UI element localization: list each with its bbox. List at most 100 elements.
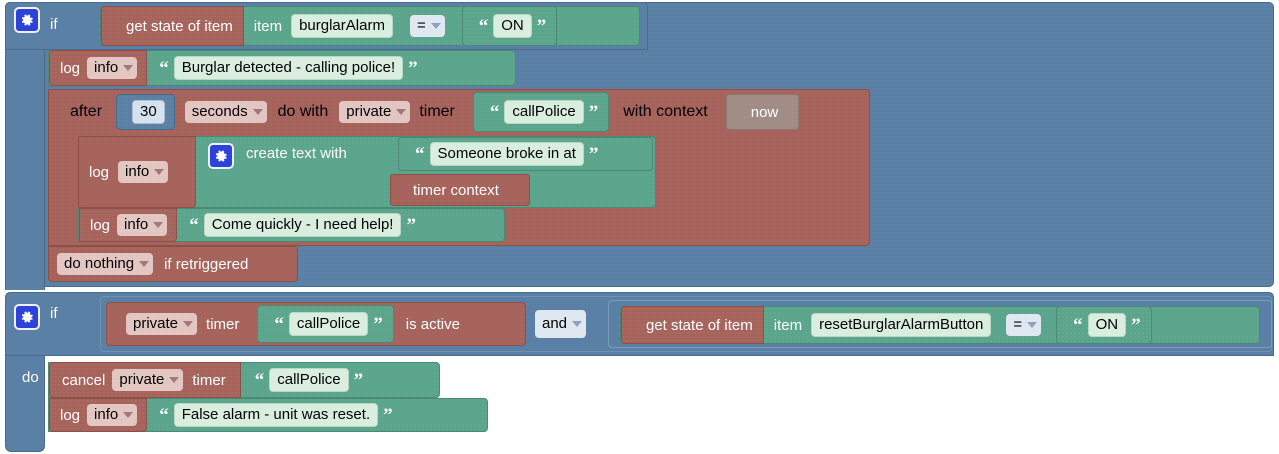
timer-name-field[interactable]: callPolice <box>504 100 584 124</box>
left-plug <box>261 315 270 335</box>
close-quote-icon: ” <box>408 57 418 79</box>
get-state-of-item-label: get state of item <box>126 17 233 35</box>
log-level-dropdown-4[interactable]: info <box>87 404 138 426</box>
log-block-4[interactable]: log info <box>49 398 148 432</box>
log-block-3[interactable]: log info <box>79 208 178 242</box>
log-statement-3[interactable]: log info “ False alarm - unit was reset.… <box>48 398 488 432</box>
gear-icon[interactable] <box>14 304 40 330</box>
operator-dropdown-1[interactable]: = <box>409 15 445 37</box>
log-label-1: log <box>60 59 81 77</box>
open-quote-icon: “ <box>1073 314 1083 336</box>
left-plug <box>110 315 118 335</box>
retrigger-row[interactable]: do nothing if retriggered <box>48 246 298 282</box>
chevron-down-icon <box>123 65 134 71</box>
close-quote-icon: ” <box>1131 314 1141 336</box>
cancel-label: cancel <box>62 371 106 389</box>
log-message-field-2[interactable]: Come quickly - I need help! <box>203 213 402 237</box>
timer-label-2: timer <box>206 315 240 333</box>
logic-operator-value: and <box>542 315 568 332</box>
log-level-dropdown-2[interactable]: info <box>118 161 169 183</box>
timer-name-text-block[interactable]: “ callPolice ” <box>472 92 610 132</box>
timer-name-text-block-2[interactable]: “ callPolice ” <box>257 305 394 343</box>
text-value-on-2[interactable]: ON <box>1087 313 1127 337</box>
text-value-on-1[interactable]: ON <box>493 14 532 38</box>
delay-number-field[interactable]: 30 <box>132 100 165 124</box>
context-now-block[interactable]: now <box>725 94 800 130</box>
log-label-2: log <box>89 163 110 181</box>
log-level-value-3: info <box>124 216 149 233</box>
time-unit-dropdown[interactable]: seconds <box>184 101 267 123</box>
log-statement-2[interactable]: log info “ Come quickly - I need help! ” <box>78 208 505 242</box>
log-statement-1[interactable]: log info “ Burglar detected - calling po… <box>48 50 516 86</box>
log-label-4: log <box>60 406 81 424</box>
create-text-string-field[interactable]: Someone broke in at <box>429 142 584 166</box>
do-with-label: do with <box>277 103 329 120</box>
operator-value-2: = <box>1013 316 1023 333</box>
left-plug <box>465 17 474 37</box>
open-quote-icon: “ <box>274 313 284 335</box>
timer-is-active-block[interactable]: private timer “ callPolice ” is active <box>106 302 526 346</box>
open-quote-icon: “ <box>159 57 169 79</box>
cancel-timer-label: timer <box>192 371 226 389</box>
log-block-1[interactable]: log info <box>49 50 148 86</box>
close-quote-icon: ” <box>588 143 599 165</box>
left-plug <box>393 181 401 200</box>
open-quote-icon: “ <box>189 214 199 236</box>
chevron-down-icon <box>169 377 180 383</box>
if-label-1: if <box>50 16 58 33</box>
cancel-timer-block[interactable]: cancel private timer <box>49 362 241 398</box>
timer-label: timer <box>419 103 455 120</box>
close-quote-icon: ” <box>536 15 547 37</box>
close-quote-icon: ” <box>373 313 383 335</box>
timer-context-label: timer context <box>413 181 499 199</box>
operator-dropdown-2[interactable]: = <box>1006 314 1042 336</box>
number-block-delay[interactable]: 30 <box>116 94 175 130</box>
cancel-scope-dropdown[interactable]: private <box>112 369 184 391</box>
retrigger-dropdown[interactable]: do nothing <box>57 253 154 275</box>
cancel-timer-name-field[interactable]: callPolice <box>269 368 349 392</box>
logic-operator-dropdown[interactable]: and <box>535 310 587 338</box>
log-label-3: log <box>90 216 111 234</box>
open-quote-icon: “ <box>489 101 500 123</box>
operator-value-1: = <box>416 17 426 34</box>
if-label-2: if <box>50 305 58 322</box>
timer-scope-dropdown[interactable]: private <box>339 101 411 123</box>
open-quote-icon: “ <box>159 404 169 426</box>
log-level-dropdown-3[interactable]: info <box>117 214 168 236</box>
timer-scope-dropdown-2[interactable]: private <box>126 313 198 335</box>
create-text-with-label: create text with <box>246 145 347 162</box>
retrigger-value: do nothing <box>64 255 135 272</box>
chevron-down-icon <box>430 23 441 29</box>
gear-icon[interactable] <box>14 7 40 33</box>
time-unit-value: seconds <box>191 103 248 120</box>
state-comparison-1[interactable]: get state of item item burglarAlarm = “ … <box>100 6 640 46</box>
log-level-value-2: info <box>125 163 150 180</box>
text-literal-on-1[interactable]: “ ON ” <box>461 6 558 46</box>
log-block-2[interactable]: log info <box>78 136 196 208</box>
timer-name-field-2[interactable]: callPolice <box>288 312 369 336</box>
text-literal-on-2[interactable]: “ ON ” <box>1056 306 1152 344</box>
cancel-timer-statement[interactable]: cancel private timer “ callPolice ” <box>48 362 440 398</box>
left-plug <box>401 145 409 164</box>
log-message-field-3[interactable]: False alarm - unit was reset. <box>173 403 379 427</box>
timer-scope-value-2: private <box>133 315 179 332</box>
close-quote-icon: ” <box>406 214 416 236</box>
left-plug <box>476 103 485 123</box>
open-quote-icon: “ <box>478 15 489 37</box>
gear-icon[interactable] <box>208 143 234 169</box>
open-quote-icon: “ <box>415 143 425 165</box>
chevron-down-icon <box>154 169 165 175</box>
state-comparison-2[interactable]: get state of item item resetBurglarAlarm… <box>620 306 1260 344</box>
log-level-dropdown-1[interactable]: info <box>87 57 138 79</box>
log-message-field-1[interactable]: Burglar detected - calling police! <box>173 56 404 80</box>
if-block-2-spine <box>5 356 45 452</box>
create-text-part-variable[interactable]: timer context <box>390 174 530 206</box>
item-name-field-1[interactable]: burglarAlarm <box>291 14 393 38</box>
get-state-of-item-block-2[interactable]: get state of item <box>621 306 764 344</box>
is-active-label: is active <box>405 315 460 333</box>
cancel-scope-value: private <box>119 371 165 388</box>
get-state-of-item-block-1[interactable]: get state of item <box>101 6 244 46</box>
item-name-field-2[interactable]: resetBurglarAlarmButton <box>811 313 992 337</box>
get-state-of-item-label-2: get state of item <box>646 316 753 334</box>
create-text-part-string[interactable]: “ Someone broke in at ” <box>398 137 653 171</box>
